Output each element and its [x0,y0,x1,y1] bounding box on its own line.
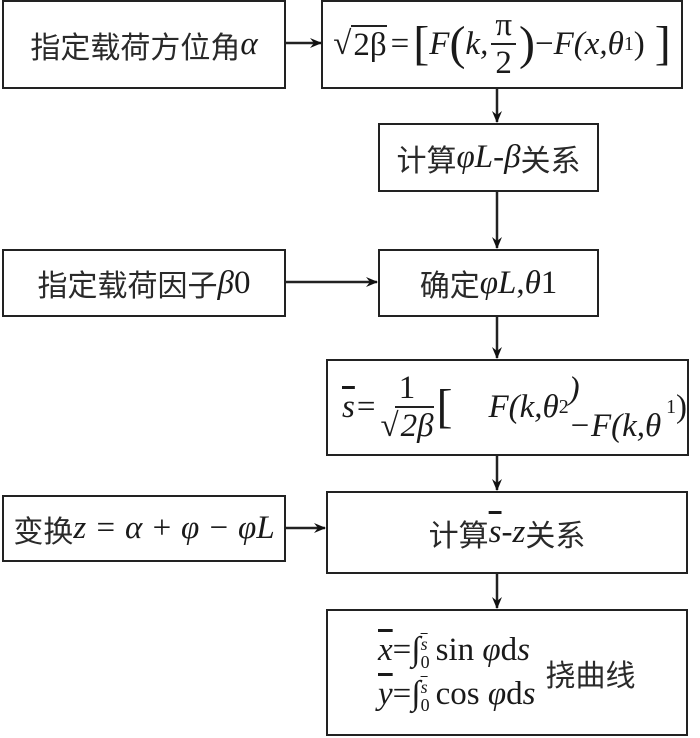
close-paren: ) [633,26,645,62]
subscript-L: L [497,264,517,301]
equals-sign: = [356,389,376,425]
y-bar: y [378,675,393,712]
deflection-curve-label: 挠曲线 [545,658,636,694]
transform-label: 变换 [13,514,74,550]
compute-label: 计算 [396,143,457,179]
minus-F-k-theta1: )−F(k,θ [568,370,662,444]
beta-symbol: β [504,139,521,175]
subscript-1: 1 [623,33,634,55]
lower-limit: 0 [420,651,430,672]
equals-sign: = [392,632,412,669]
denominator-2: 2 [495,44,512,81]
left-bracket: [ [413,17,430,71]
dash: - [501,514,513,550]
F-k-theta2: F(k,θ [488,389,559,425]
sqrt-sign: √ [380,407,399,444]
beta-symbol: β [217,264,234,301]
subscript-0: 0 [233,264,251,301]
func-F: F [429,26,450,62]
load-direction-label: 指定载荷方位角 [30,30,241,66]
integral-sign: ∫ [411,631,421,669]
relation-label: 关系 [520,143,581,179]
relation-label: 关系 [525,518,586,554]
phi-symbol: φ [482,632,501,669]
integral-sign: ∫ [411,674,421,712]
sqrt-sign: √ [333,26,352,62]
subscript-L: L [256,510,275,546]
right-bracket: ] [654,17,671,71]
differential-d: d [506,675,523,712]
dash: - [493,139,505,175]
sin-function: sin [435,632,475,669]
s-bar: s [342,389,355,425]
numerator-pi: π [491,8,516,45]
sqrt-2beta: 2β [398,405,434,444]
equals-sign: = [392,675,412,712]
load-factor-label: 指定载荷因子 [37,269,218,304]
fraction-1-over-sqrt-2beta: 1√2β [380,371,434,444]
equals-sign: = [390,26,410,62]
phi-symbol: φ [479,264,498,301]
comma: , [516,264,525,301]
left-bracket: [ [436,380,453,434]
determine-label: 确定 [419,269,480,304]
subscript-L: L [474,139,494,175]
cos-function: cos [435,675,480,712]
subscript-2: 2 [558,396,569,418]
subscript-1: 1 [540,264,558,301]
lower-limit: 0 [420,694,430,715]
x-bar: x [378,632,393,669]
upper-limit: s [420,676,428,697]
arg-k: k, [465,26,489,62]
upper-limit: s [420,633,428,654]
differential-d: d [500,632,518,669]
theta-symbol: θ [524,264,541,301]
z-symbol: z [512,514,526,550]
phi-symbol: φ [487,675,507,712]
phi-symbol: φ [456,139,475,175]
sqrt-2beta: 2β [351,25,387,63]
alpha-symbol: α [240,26,258,62]
transform-expression: z = α + φ − φ [73,510,257,546]
subscript-1: 1 [666,396,676,418]
s-variable: s [517,632,530,669]
s-bar: s [488,514,502,550]
close-paren: ) [676,389,687,425]
numerator-1: 1 [394,371,420,408]
func-F-x-theta: F(x,θ [553,26,624,62]
minus-sign: − [534,26,554,62]
compute-label: 计算 [428,518,489,554]
s-variable: s [522,675,536,712]
